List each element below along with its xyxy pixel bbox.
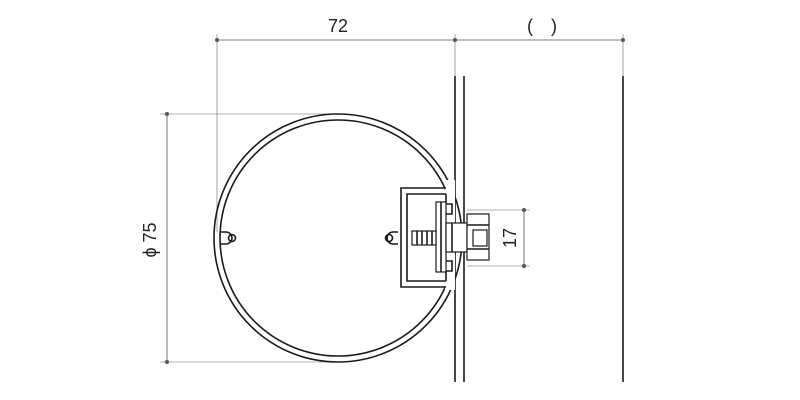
diameter-dimension-label: ϕ 75 xyxy=(140,222,160,257)
bolt-assembly xyxy=(411,201,490,273)
width-dimension-label: 72 xyxy=(328,16,348,36)
screw-slot-left xyxy=(221,231,237,245)
bolt-dimension xyxy=(467,208,530,268)
diameter-dimension xyxy=(160,112,345,364)
open-dimension-label: ( ) xyxy=(527,16,557,36)
bolt-dimension-label: 17 xyxy=(500,228,520,248)
top-dimension xyxy=(215,34,625,232)
screw-slot-inner xyxy=(384,231,398,245)
